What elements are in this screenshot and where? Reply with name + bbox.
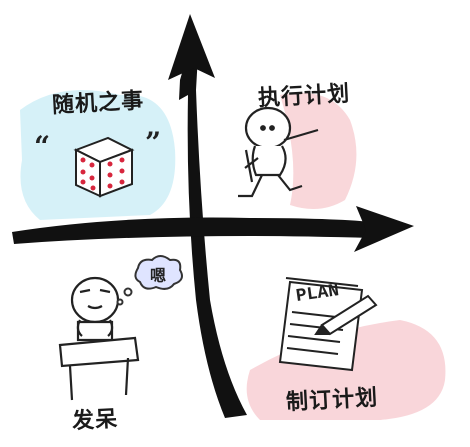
dice-icon: [73, 136, 135, 198]
horizontal-arrow-head: [354, 206, 414, 252]
desk: [58, 336, 140, 368]
background-washes: [20, 90, 446, 420]
quote-open-mark: “: [34, 130, 51, 163]
vertical-arrow-head: [168, 14, 215, 80]
vertical-axis: [179, 40, 247, 418]
quote-close-mark: ”: [145, 126, 162, 159]
thought-bubble-text: 嗯: [150, 266, 167, 285]
pencil-icon: [314, 294, 378, 336]
label-execute-plan: 执行计划: [257, 81, 351, 112]
axes: [12, 14, 414, 418]
thinking-person-icon: [58, 276, 140, 401]
label-daze: 发呆: [71, 406, 119, 435]
walking-person-icon: [238, 106, 319, 198]
thought-bubble-icon: [116, 255, 183, 306]
horizontal-axis: [12, 217, 372, 244]
label-make-plan: 制订计划: [285, 385, 379, 416]
label-random-things: 随机之事: [51, 88, 145, 119]
stick-item: [244, 149, 254, 183]
red-wash-top-right: [280, 92, 357, 209]
